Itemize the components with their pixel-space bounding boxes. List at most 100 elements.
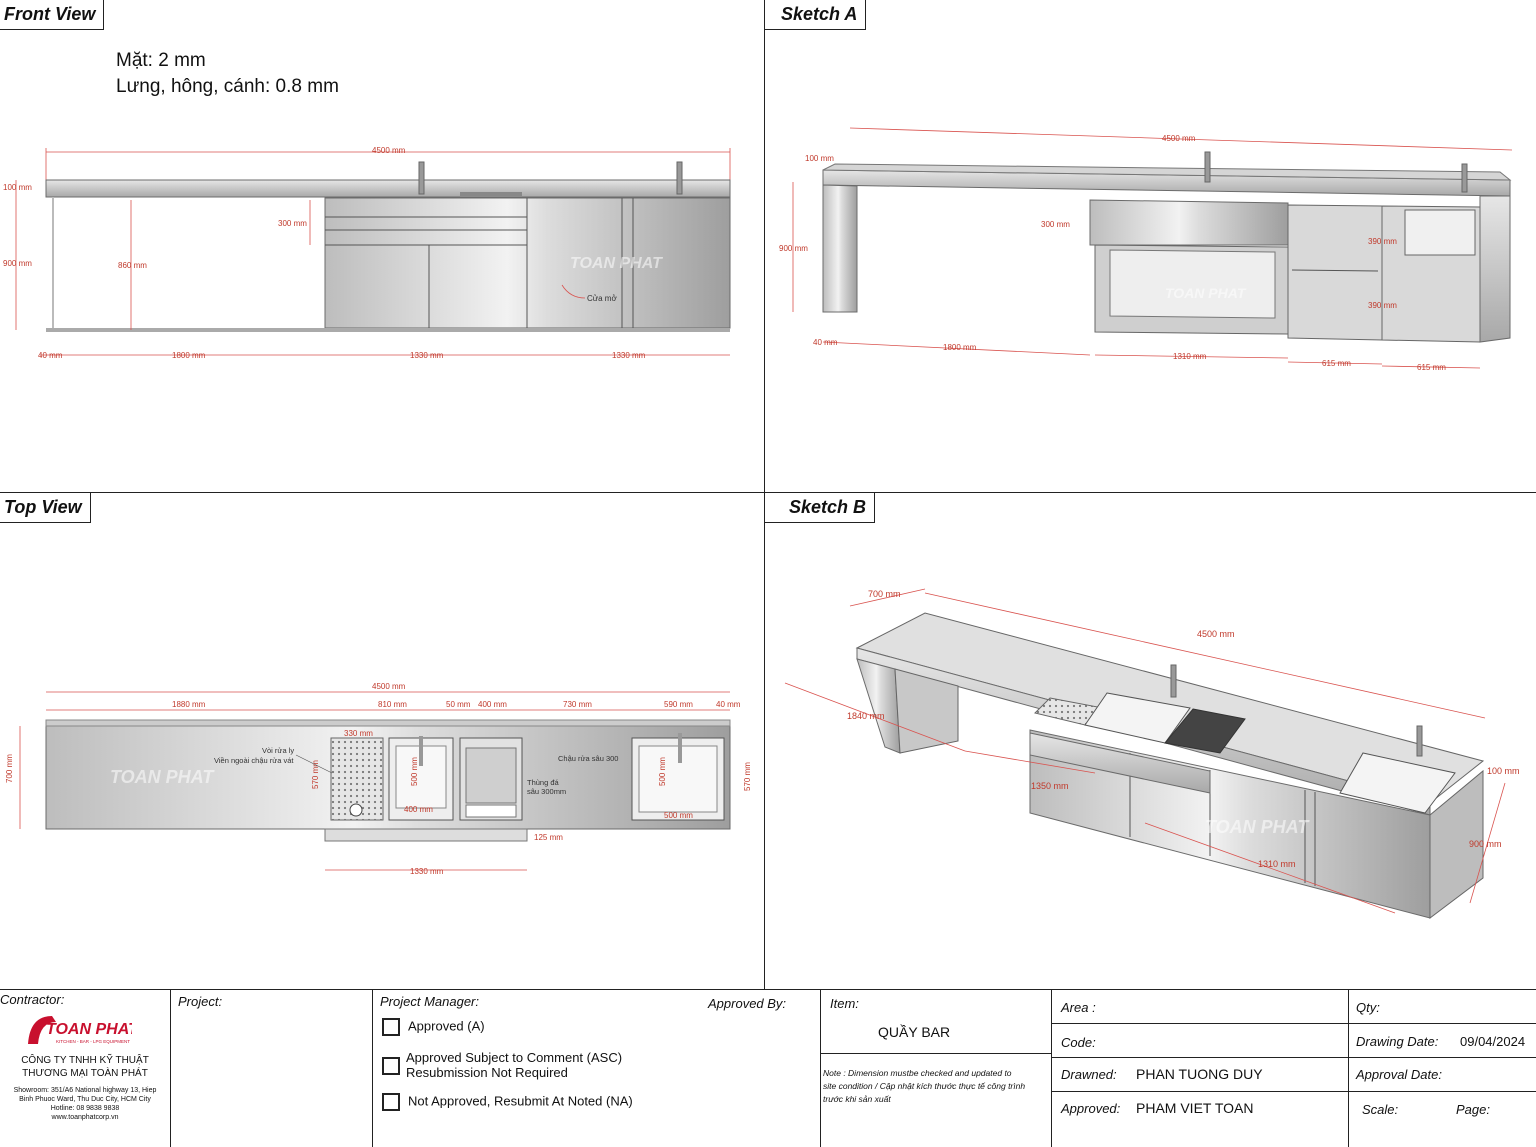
approved-checkbox[interactable] xyxy=(382,1018,400,1036)
top-dim-sink2-depth: 570 mm xyxy=(743,762,752,791)
top-dim-total: 4500 mm xyxy=(372,682,406,691)
sketch-a-dim-top: 100 mm xyxy=(805,154,834,163)
project-label: Project: xyxy=(178,994,223,1009)
dim-top-thickness: 100 mm xyxy=(3,183,32,192)
showroom-line1: Showroom: 351/A6 National highway 13, Hi… xyxy=(13,1087,157,1094)
sketch-b-dim-top: 100 mm xyxy=(1487,766,1520,776)
sketch-a-title: Sketch A xyxy=(765,0,867,30)
spec-top-thickness: Mặt: 2 mm xyxy=(116,50,206,71)
sketch-a-dim-height: 900 mm xyxy=(779,244,808,253)
company-name: CÔNG TY TNHH KỸ THUẬT THƯƠNG MẠI TOÀN PH… xyxy=(0,1054,170,1080)
top-dim-seg5: 730 mm xyxy=(563,700,592,709)
qty-label: Qty: xyxy=(1356,1000,1380,1015)
sketch-b-dim-depth: 700 mm xyxy=(868,589,901,599)
label-ice-bin: Thùng đá xyxy=(527,778,560,787)
drawing-date-value: 09/04/2024 xyxy=(1460,1034,1526,1049)
top-dim-depth: 700 mm xyxy=(5,754,14,783)
sketch-b-dim-mid: 1350 mm xyxy=(1031,781,1069,791)
note-line1: Note : Dimension mustbe checked and upda… xyxy=(823,1068,1012,1078)
top-dim-sink2-w: 500 mm xyxy=(664,811,693,820)
area-label: Area : xyxy=(1061,1000,1096,1015)
na-checkbox[interactable] xyxy=(382,1093,400,1111)
drawn-label: Drawned: xyxy=(1061,1067,1117,1082)
label-faucet: Vòi rửa ly xyxy=(262,746,294,755)
logo-text: TOAN PHAT xyxy=(46,1021,132,1038)
note: Note : Dimension mustbe checked and upda… xyxy=(823,1067,1051,1106)
top-dim-seg3: 50 mm xyxy=(446,700,471,709)
watermark-sketch-a: TOAN PHAT xyxy=(1165,285,1247,301)
dim-height: 900 mm xyxy=(3,259,32,268)
sketch-b-panel: Sketch B 700 mm 4500 mm 1840 mm 1350 mm xyxy=(765,493,1536,989)
approved-by-label: Approved By: xyxy=(708,996,787,1011)
sketch-a-dim-left-gap: 40 mm xyxy=(813,338,838,347)
top-dim-sink2-inner: 500 mm xyxy=(658,757,667,786)
dim-total-length: 4500 mm xyxy=(372,146,406,155)
website: www.toanphatcorp.vn xyxy=(51,1114,119,1121)
asc-checkbox[interactable] xyxy=(382,1057,400,1075)
company-line1: CÔNG TY TNHH KỸ THUẬT xyxy=(21,1055,149,1066)
top-dim-front-drop: 125 mm xyxy=(534,833,563,842)
front-view-drawing: 4500 mm 100 mm 900 mm 860 mm 300 mm 40 m… xyxy=(3,146,731,360)
watermark-front: TOAN PHAT xyxy=(570,255,663,272)
top-view-panel: Top View 4500 mm 1880 mm 810 mm 50 mm 40… xyxy=(0,493,764,989)
sketch-a-dim-shelf2: 390 mm xyxy=(1368,301,1397,310)
sketch-a-dim-seg1: 1800 mm xyxy=(943,343,977,352)
sketch-b-drawing: 700 mm 4500 mm 1840 mm 1350 mm 1310 mm 1… xyxy=(784,588,1520,920)
sketch-a-dim-total: 4500 mm xyxy=(1162,134,1196,143)
door-label: Cửa mở xyxy=(587,294,617,303)
drawn-value: PHAN TUONG DUY xyxy=(1136,1066,1263,1082)
top-dim-seg7: 40 mm xyxy=(716,700,741,709)
dim-seg2: 1330 mm xyxy=(410,351,444,360)
option-asc[interactable]: Approved Subject to Comment (ASC) Resubm… xyxy=(382,1050,622,1080)
approval-date-label: Approval Date: xyxy=(1356,1067,1442,1082)
item-value: QUẦY BAR xyxy=(878,1024,951,1040)
dim-left-gap: 40 mm xyxy=(38,351,63,360)
sketch-b-dim-height: 900 mm xyxy=(1469,839,1502,849)
sketch-a-dim-shelf1: 390 mm xyxy=(1368,237,1397,246)
panel-divider-vertical xyxy=(764,0,765,989)
top-view-drawing: 4500 mm 1880 mm 810 mm 50 mm 400 mm 730 … xyxy=(5,682,752,876)
watermark-sketch-b: TOAN PHAT xyxy=(1205,817,1310,837)
note-line3: trước khi sản xuất xyxy=(823,1094,891,1104)
label-rim: Viền ngoài chậu rửa vát xyxy=(214,756,294,765)
spec-body-thickness: Lưng, hông, cánh: 0.8 mm xyxy=(116,76,339,97)
top-dim-drain: 330 mm xyxy=(344,729,373,738)
hotline: Hotline: 08 9838 9838 xyxy=(50,1105,120,1112)
logo-subtitle: KITCHEN - BAR - LPG EQUIPMENT xyxy=(56,1039,130,1044)
option-na-label: Not Approved, Resubmit At Noted (NA) xyxy=(408,1093,633,1109)
company-contact: Showroom: 351/A6 National highway 13, Hi… xyxy=(0,1086,170,1122)
panel-divider-horizontal xyxy=(0,492,1536,493)
title-block: Contractor: TOAN PHAT KITCHEN - BAR - LP… xyxy=(0,989,1536,1147)
option-na[interactable]: Not Approved, Resubmit At Noted (NA) xyxy=(382,1093,633,1111)
label-ice-bin-depth: sâu 300mm xyxy=(527,787,566,796)
sketch-b-dim-total: 4500 mm xyxy=(1197,629,1235,639)
top-dim-sink-depth: 570 mm xyxy=(311,760,320,789)
watermark-top: TOAN PHAT xyxy=(110,767,215,787)
project-manager-label: Project Manager: xyxy=(380,994,479,1009)
sketch-a-dim-seg2: 1310 mm xyxy=(1173,352,1207,361)
sketch-b-dim-right: 1310 mm xyxy=(1258,859,1296,869)
option-approved-label: Approved (A) xyxy=(408,1018,485,1034)
front-view-panel: Front View Mặt: 2 mm Lưng, hông, cánh: 0… xyxy=(0,0,764,492)
front-view-title: Front View xyxy=(0,0,105,30)
page-label: Page: xyxy=(1456,1102,1490,1117)
sketch-a-dim-seg4: 615 mm xyxy=(1417,363,1446,372)
option-approved[interactable]: Approved (A) xyxy=(382,1018,485,1036)
dim-seg1: 1800 mm xyxy=(172,351,206,360)
contractor-label: Contractor: xyxy=(0,992,65,1007)
code-label: Code: xyxy=(1061,1035,1096,1050)
top-view-title: Top View xyxy=(0,493,91,523)
option-asc-label: Approved Subject to Comment (ASC) xyxy=(406,1050,623,1065)
company-logo: TOAN PHAT KITCHEN - BAR - LPG EQUIPMENT xyxy=(28,1016,132,1044)
sketch-b-title: Sketch B xyxy=(765,493,876,523)
top-dim-bottom: 1330 mm xyxy=(410,867,444,876)
drawing-date-label: Drawing Date: xyxy=(1356,1034,1439,1049)
note-line2: site condition / Cập nhật kích thước thự… xyxy=(823,1081,1026,1091)
dim-seg3: 1330 mm xyxy=(612,351,646,360)
top-dim-sink-w: 400 mm xyxy=(404,805,433,814)
sketch-a-dim-drawer: 300 mm xyxy=(1041,220,1070,229)
approved-label: Approved: xyxy=(1061,1101,1121,1116)
top-dim-seg1: 1880 mm xyxy=(172,700,206,709)
top-dim-seg6: 590 mm xyxy=(664,700,693,709)
top-dim-sink-inner: 500 mm xyxy=(410,757,419,786)
